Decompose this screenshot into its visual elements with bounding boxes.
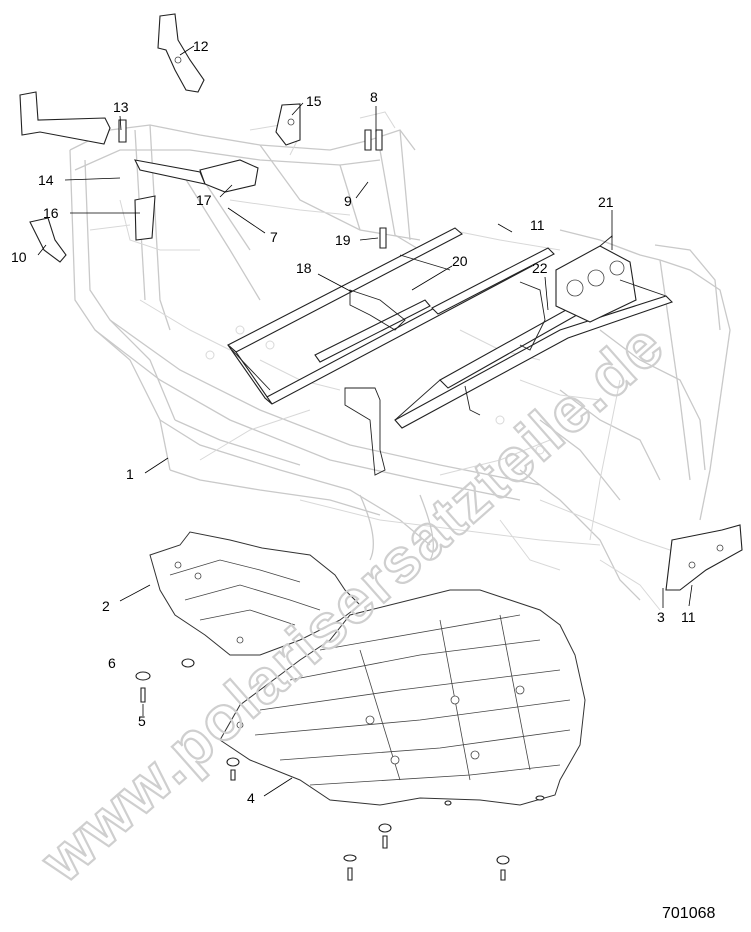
callout-9: 9 xyxy=(344,193,352,209)
callout-22: 22 xyxy=(532,260,548,276)
callout-3: 3 xyxy=(657,609,665,625)
callout-16: 16 xyxy=(43,205,59,221)
main-frame xyxy=(69,111,731,611)
callout-10: 10 xyxy=(11,249,27,265)
callout-14: 14 xyxy=(38,172,54,188)
callout-5: 5 xyxy=(138,713,146,729)
callout-20: 20 xyxy=(452,253,468,269)
skid-plate-2 xyxy=(149,531,361,656)
fasteners xyxy=(135,658,545,881)
callout-11-lower: 11 xyxy=(681,609,696,625)
callout-6: 6 xyxy=(108,655,116,671)
figure-code: 701068 xyxy=(662,905,715,922)
leader-lines xyxy=(37,45,693,797)
callout-13: 13 xyxy=(113,99,129,115)
watermark: www.polarisersatzteile.de xyxy=(28,310,678,896)
callout-17: 17 xyxy=(196,192,212,208)
callout-8: 8 xyxy=(370,89,378,105)
callout-12: 12 xyxy=(193,38,209,54)
callout-11-upper: 11 xyxy=(530,217,545,233)
mid-frame-rails xyxy=(227,227,674,476)
skid-plate-4 xyxy=(219,589,586,806)
callout-4: 4 xyxy=(247,790,255,806)
callout-labels: 1 2 3 4 5 6 7 8 9 10 11 11 12 13 14 15 1… xyxy=(11,38,696,806)
callout-2: 2 xyxy=(102,598,110,614)
callout-1: 1 xyxy=(126,466,134,482)
callout-18: 18 xyxy=(296,260,312,276)
callout-15: 15 xyxy=(306,93,322,109)
callout-19: 19 xyxy=(335,232,351,248)
bracket-parts xyxy=(19,13,743,591)
callout-21: 21 xyxy=(598,194,614,210)
callout-7: 7 xyxy=(270,229,278,245)
